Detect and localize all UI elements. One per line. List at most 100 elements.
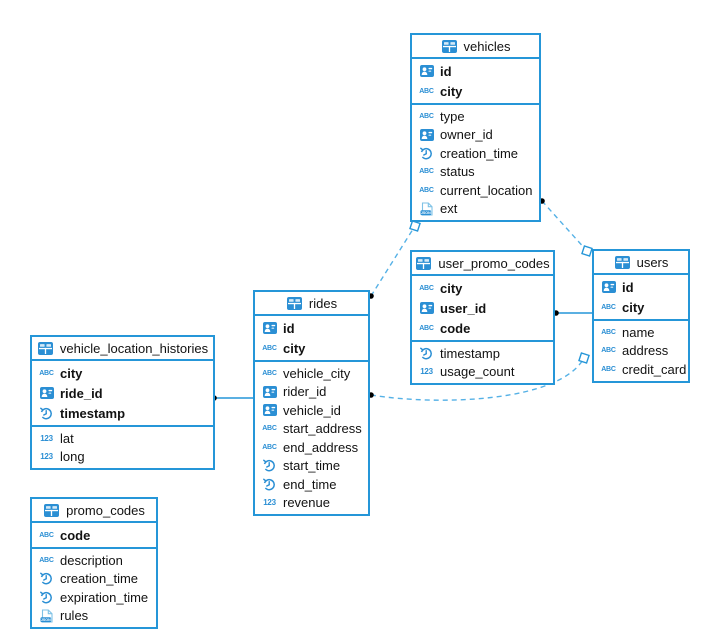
clock-icon [418, 146, 435, 161]
column-name: city [60, 365, 83, 381]
column-row-rider_id[interactable]: rider_id [255, 383, 368, 402]
column-name: id [622, 279, 634, 295]
column-row-user_id[interactable]: user_id [412, 298, 553, 318]
column-row-credit_card[interactable]: ABC credit_card [594, 360, 688, 379]
column-row-creation_time[interactable]: creation_time [412, 144, 539, 163]
column-row-id[interactable]: id [255, 318, 368, 338]
abc-icon: ABC [262, 369, 277, 377]
column-name: revenue [283, 495, 330, 511]
svg-text:JSON: JSON [421, 211, 431, 215]
table-header[interactable]: promo_codes [32, 499, 156, 523]
column-row-owner_id[interactable]: owner_id [412, 126, 539, 145]
abc-icon: ABC [262, 425, 277, 433]
column-row-ride_id[interactable]: ride_id [32, 383, 213, 403]
column-name: ride_id [60, 385, 103, 401]
column-row-start_time[interactable]: start_time [255, 457, 368, 476]
clock-icon [418, 346, 435, 361]
table-header[interactable]: rides [255, 292, 368, 316]
column-name: end_address [283, 439, 359, 455]
table-icon-svg [416, 256, 432, 270]
id-card-icon-svg [419, 302, 434, 314]
column-row-creation_time[interactable]: creation_time [32, 570, 156, 589]
column-row-timestamp[interactable]: timestamp [32, 403, 213, 423]
column-row-vehicle_id[interactable]: vehicle_id [255, 401, 368, 420]
table-icon-svg [44, 503, 60, 517]
column-name: owner_id [440, 127, 493, 143]
column-row-id[interactable]: id [412, 61, 539, 81]
column-name: vehicle_id [283, 402, 341, 418]
column-name: credit_card [622, 361, 687, 377]
table-header[interactable]: vehicles [412, 35, 539, 59]
column-row-expiration_time[interactable]: expiration_time [32, 588, 156, 607]
column-name: user_id [440, 300, 487, 316]
json-icon: JSON [38, 609, 55, 623]
column-name: id [440, 63, 452, 79]
table-header[interactable]: user_promo_codes [412, 252, 553, 276]
table-title: rides [308, 295, 338, 311]
table-header[interactable]: vehicle_location_histories [32, 337, 213, 361]
column-name: timestamp [440, 345, 500, 361]
primary-key-section: ABC city ride_id timestamp [32, 361, 213, 427]
column-name: id [283, 320, 295, 336]
column-name: status [440, 164, 475, 180]
table-header[interactable]: users [594, 251, 688, 275]
id-card-icon [418, 65, 435, 77]
id-card-icon [418, 302, 435, 314]
column-row-id[interactable]: id [594, 277, 688, 297]
clock-icon [38, 406, 55, 421]
column-row-city[interactable]: ABC city [32, 363, 213, 383]
column-name: long [60, 449, 85, 465]
abc-icon: ABC [601, 365, 616, 373]
column-name: city [440, 280, 463, 296]
abc-icon: ABC [419, 168, 434, 176]
connector-square [581, 245, 593, 257]
id-card-icon-svg [262, 404, 277, 417]
column-name: end_time [283, 476, 337, 492]
column-name: lat [60, 430, 74, 446]
column-row-timestamp[interactable]: timestamp [412, 344, 553, 363]
abc-icon: ABC [39, 369, 54, 377]
column-row-status[interactable]: ABC status [412, 163, 539, 182]
column-name: creation_time [60, 571, 139, 587]
abc-icon: ABC [39, 556, 54, 564]
column-name: address [622, 343, 669, 359]
table-title: vehicle_location_histories [59, 340, 209, 356]
table-icon [441, 39, 458, 53]
clock-icon-svg [40, 407, 52, 419]
abc-icon: ABC [419, 112, 434, 120]
table-icon [37, 341, 54, 355]
clock-icon-svg [263, 459, 275, 472]
column-row-end_time[interactable]: end_time [255, 475, 368, 494]
id-card-icon-svg [601, 281, 616, 293]
